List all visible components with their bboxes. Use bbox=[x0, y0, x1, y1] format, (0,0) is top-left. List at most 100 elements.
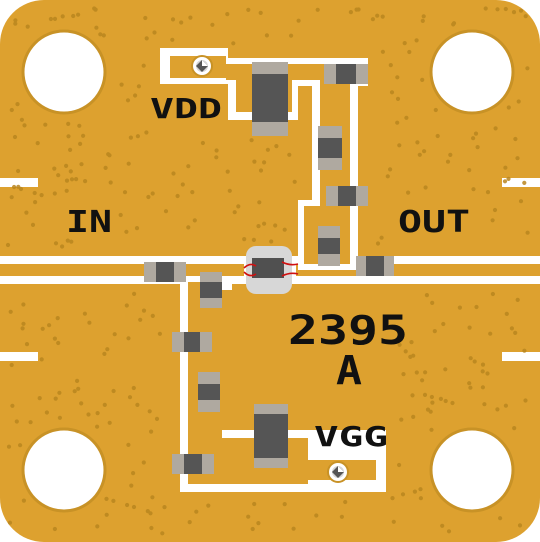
ground-via bbox=[516, 99, 521, 104]
ground-via bbox=[65, 238, 70, 243]
ground-via bbox=[513, 330, 518, 335]
ground-via bbox=[399, 417, 404, 422]
ground-via bbox=[52, 191, 57, 196]
ground-via bbox=[422, 149, 427, 154]
ground-via bbox=[150, 495, 155, 500]
ground-via bbox=[504, 311, 509, 316]
ground-via bbox=[291, 526, 296, 531]
ground-via bbox=[430, 300, 435, 305]
ground-via bbox=[19, 117, 24, 122]
ground-via bbox=[385, 174, 390, 179]
ground-via bbox=[170, 37, 175, 42]
ground-via bbox=[429, 427, 434, 432]
ground-via bbox=[192, 218, 197, 223]
ground-via bbox=[77, 123, 82, 128]
ground-via bbox=[472, 359, 477, 364]
ground-via bbox=[37, 396, 42, 401]
ground-via bbox=[66, 121, 71, 126]
ground-via bbox=[441, 321, 446, 327]
ground-via bbox=[420, 378, 425, 383]
ground-via bbox=[39, 193, 44, 198]
ground-via bbox=[438, 396, 443, 401]
ground-via bbox=[43, 122, 48, 127]
ground-via bbox=[190, 190, 195, 195]
ground-via bbox=[395, 120, 400, 125]
vdd-bias-pad bbox=[191, 55, 213, 77]
ground-via bbox=[380, 49, 385, 54]
ground-via bbox=[457, 305, 462, 310]
ground-via bbox=[403, 349, 408, 354]
ground-via bbox=[485, 371, 490, 376]
ground-via bbox=[471, 136, 476, 141]
ground-via bbox=[56, 340, 61, 346]
ground-via bbox=[30, 222, 36, 227]
ground-via bbox=[397, 462, 402, 468]
ground-via bbox=[408, 354, 413, 359]
mounting-hole-bottom-right bbox=[429, 427, 515, 513]
ground-via bbox=[122, 190, 128, 195]
revision-letter: A bbox=[336, 348, 362, 394]
ground-via bbox=[265, 147, 270, 152]
ground-via bbox=[60, 14, 65, 19]
ground-via bbox=[68, 169, 73, 174]
ground-via bbox=[518, 8, 524, 13]
ground-via bbox=[86, 412, 91, 417]
mounting-hole-top-left bbox=[21, 29, 107, 115]
ground-via bbox=[10, 403, 15, 408]
ground-via bbox=[111, 498, 116, 503]
ground-via bbox=[20, 326, 25, 331]
ground-via bbox=[490, 218, 495, 223]
ground-via bbox=[149, 429, 154, 434]
ground-via bbox=[264, 33, 269, 38]
ground-via bbox=[287, 152, 292, 157]
ground-via bbox=[513, 136, 518, 142]
ground-via bbox=[136, 84, 141, 89]
ground-via bbox=[414, 370, 419, 375]
ground-via bbox=[179, 20, 184, 25]
ground-via bbox=[128, 135, 133, 140]
ground-via bbox=[53, 396, 58, 401]
ground-via bbox=[417, 152, 422, 157]
ground-via bbox=[146, 194, 151, 200]
ground-via bbox=[22, 123, 27, 128]
vgg-capacitor-1 bbox=[200, 272, 222, 308]
ground-via bbox=[74, 177, 79, 182]
ground-via bbox=[348, 10, 353, 15]
ground-via bbox=[147, 409, 152, 414]
ground-via bbox=[9, 362, 14, 368]
edge-slot-left-bottom bbox=[0, 352, 38, 361]
ground-via bbox=[512, 426, 517, 431]
ground-via bbox=[227, 188, 232, 193]
ground-via bbox=[509, 326, 514, 331]
ground-via bbox=[52, 526, 58, 532]
ground-via bbox=[95, 411, 100, 416]
ground-via bbox=[8, 309, 13, 314]
ground-via bbox=[503, 6, 508, 12]
ground-via bbox=[523, 398, 528, 403]
ground-via bbox=[126, 442, 131, 447]
ground-via bbox=[517, 523, 523, 528]
ground-via bbox=[432, 329, 437, 334]
ground-via bbox=[131, 504, 137, 510]
ground-via bbox=[131, 385, 136, 391]
ground-via bbox=[162, 505, 167, 510]
ground-via bbox=[52, 166, 57, 171]
ground-via bbox=[148, 511, 153, 516]
ground-via bbox=[402, 41, 407, 46]
ground-via bbox=[236, 204, 241, 209]
ground-via bbox=[231, 41, 236, 46]
components bbox=[144, 62, 394, 474]
ground-via bbox=[515, 156, 520, 161]
ground-via bbox=[410, 393, 415, 398]
ground-via bbox=[498, 516, 503, 521]
ground-via bbox=[246, 7, 251, 12]
ground-via bbox=[482, 402, 487, 407]
ground-via bbox=[389, 90, 395, 95]
ground-via bbox=[129, 483, 134, 488]
ground-via bbox=[141, 63, 146, 68]
ground-via bbox=[5, 242, 11, 248]
ground-via bbox=[414, 38, 419, 43]
ground-via bbox=[495, 407, 500, 412]
ground-via bbox=[175, 193, 180, 199]
